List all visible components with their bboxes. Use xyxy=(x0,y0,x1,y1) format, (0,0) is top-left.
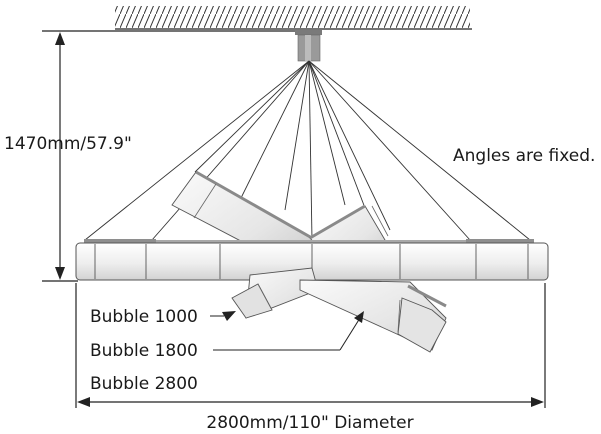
height-dimension-label: 1470mm/57.9" xyxy=(4,134,132,154)
angles-note: Angles are fixed. xyxy=(453,146,595,166)
leader-lines xyxy=(210,311,364,351)
diameter-dimension-line xyxy=(75,283,546,408)
diameter-dimension-label: 2800mm/110" Diameter xyxy=(206,413,413,433)
height-dimension-line xyxy=(42,30,296,282)
bubble-1000-label: Bubble 1000 xyxy=(90,307,198,327)
ceiling-canopy xyxy=(295,30,322,62)
bubble-1800-lower-arm xyxy=(299,279,447,353)
bubble-1800-label: Bubble 1800 xyxy=(90,341,198,361)
suspension-cables xyxy=(84,60,531,241)
ceiling xyxy=(115,6,472,30)
bubble-2800-label: Bubble 2800 xyxy=(90,374,198,394)
bubble-2800-ring xyxy=(75,239,549,281)
